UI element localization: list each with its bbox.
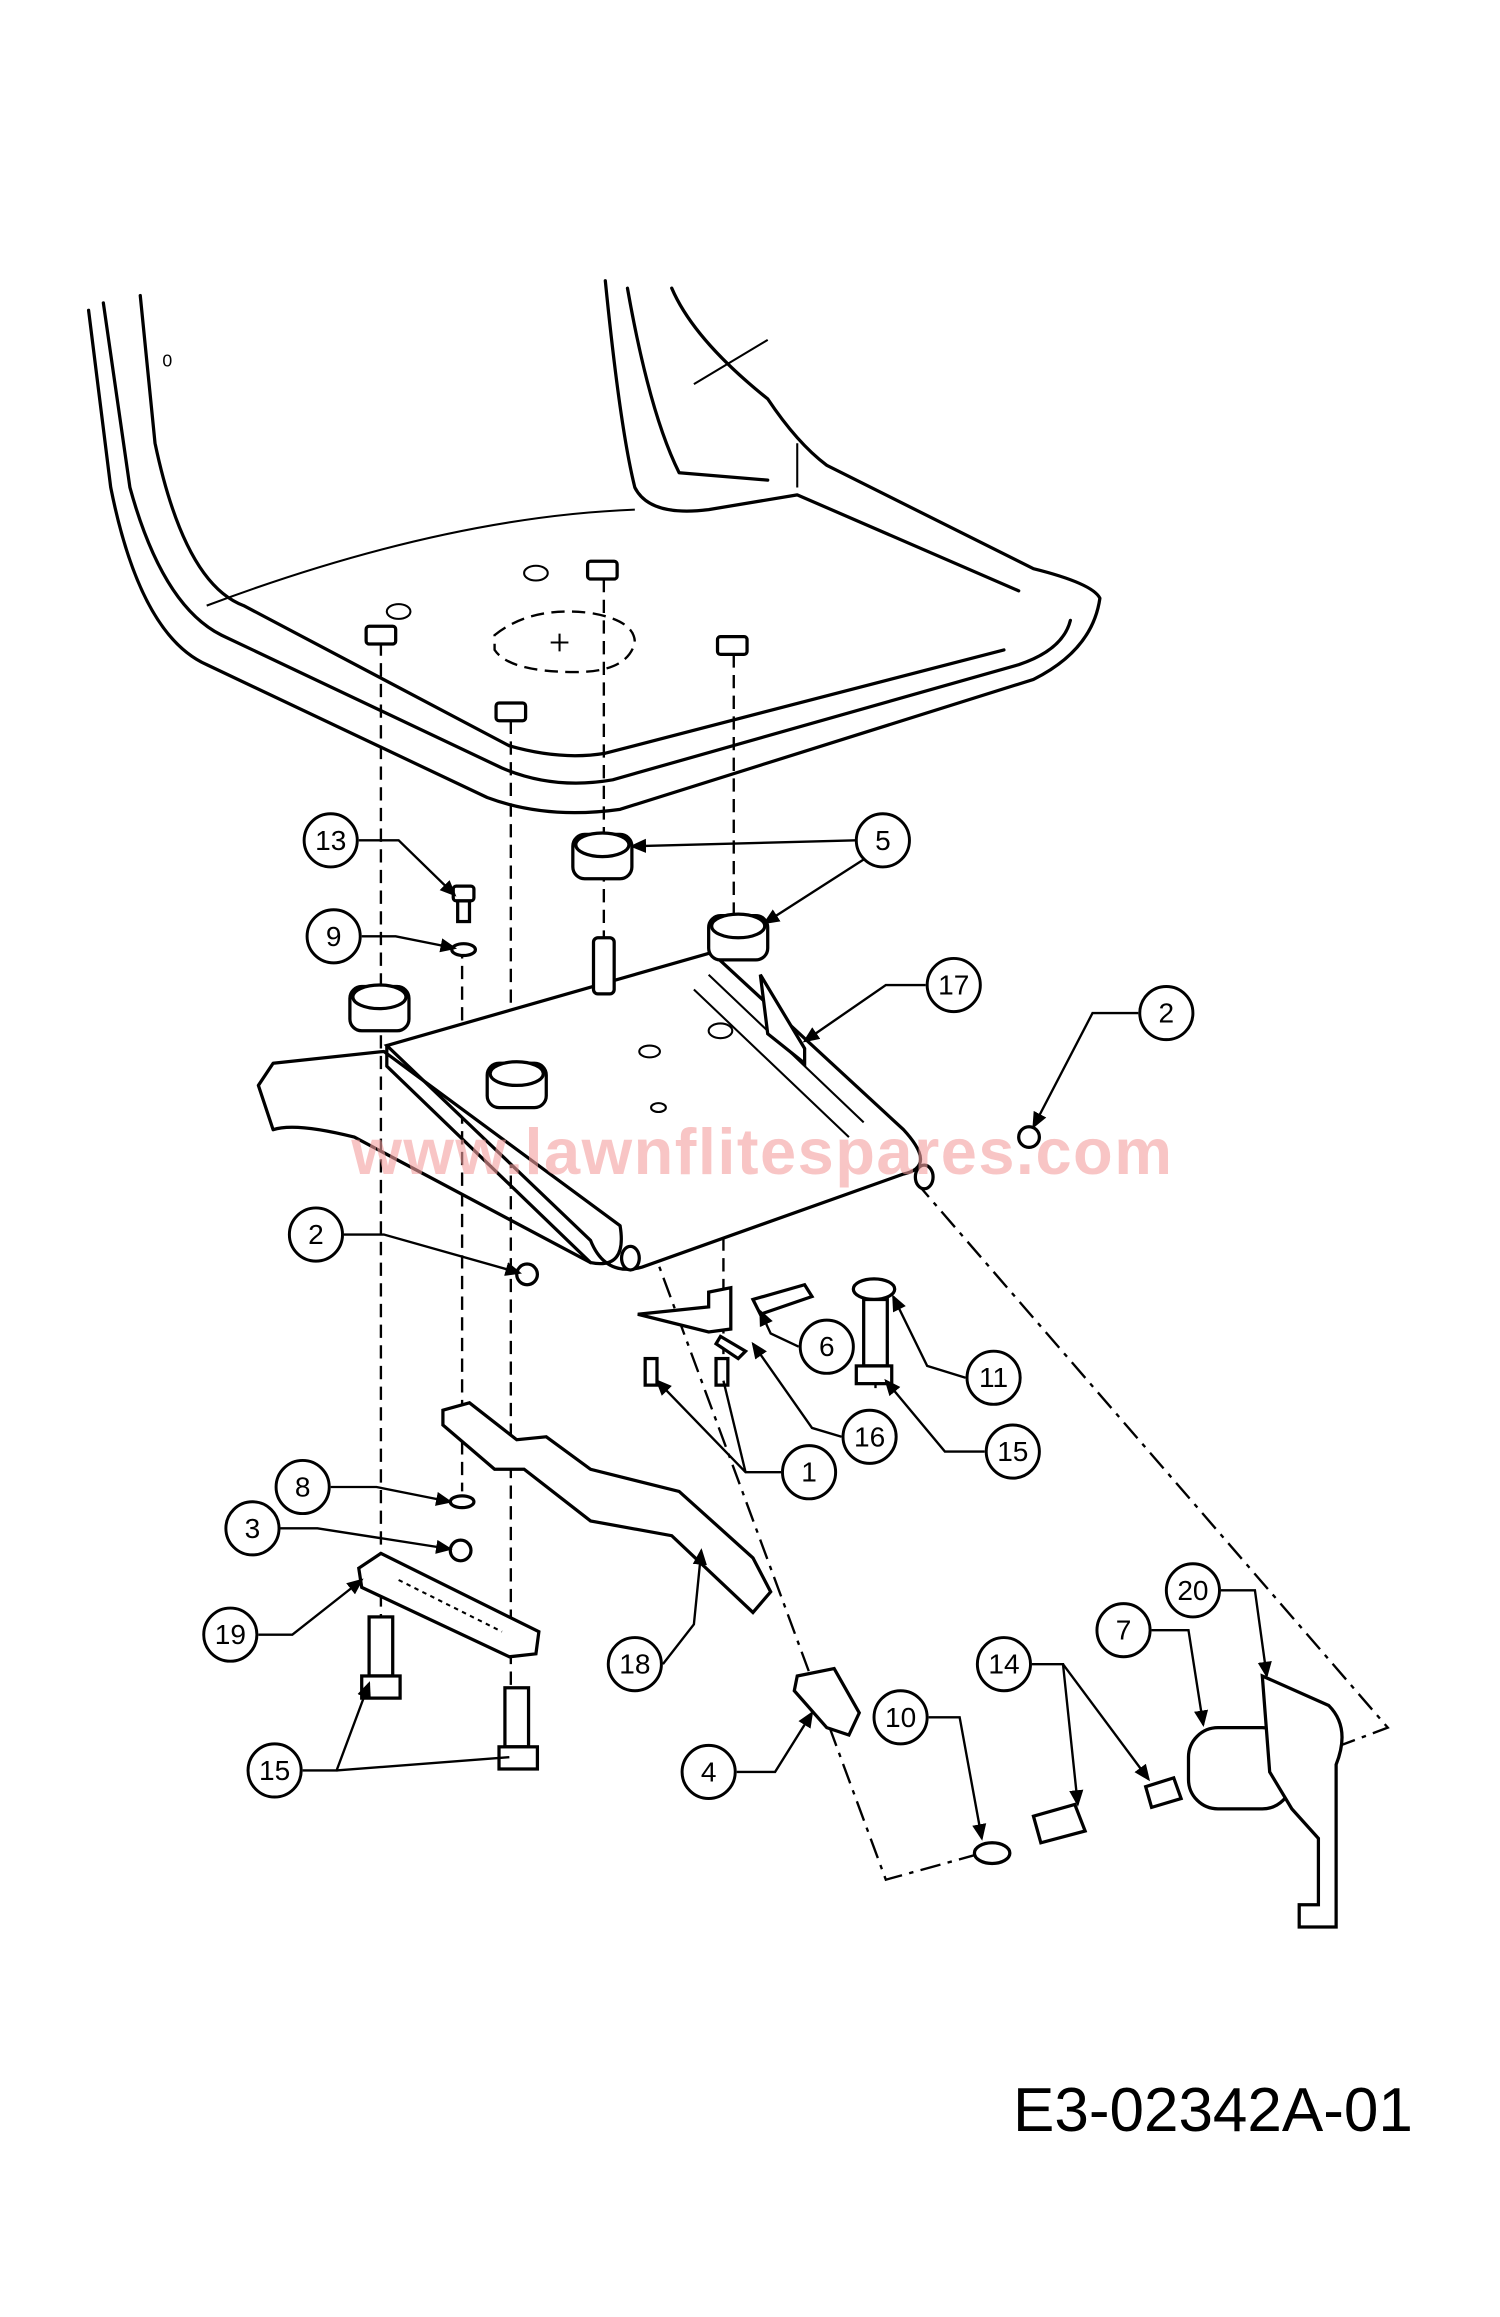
- svg-text:10: 10: [885, 1702, 916, 1733]
- callout-5[interactable]: 5: [854, 812, 911, 869]
- callout-14[interactable]: 14: [975, 1636, 1032, 1693]
- callout-15[interactable]: 15: [984, 1423, 1041, 1480]
- seat-bracket: [256, 950, 935, 1272]
- svg-text:3: 3: [245, 1513, 261, 1544]
- callout-6[interactable]: 6: [798, 1318, 855, 1375]
- callout-9[interactable]: 9: [305, 908, 362, 965]
- small-hardware: [448, 884, 1041, 1563]
- lower-brackets: [356, 1401, 1344, 1929]
- drawing-code: E3-02342A-01: [1013, 2076, 1413, 2145]
- callout-15[interactable]: 15: [246, 1742, 303, 1799]
- svg-text:7: 7: [1116, 1615, 1132, 1646]
- callout-16[interactable]: 16: [841, 1408, 898, 1465]
- callout-19[interactable]: 19: [202, 1606, 259, 1663]
- svg-text:18: 18: [619, 1649, 650, 1680]
- svg-text:2: 2: [1159, 998, 1175, 1029]
- callouts: 13 9 5 17 2 2 6 11 16 15 1 8 3 19 18 15 …: [202, 812, 1221, 1800]
- callout-4[interactable]: 4: [680, 1743, 737, 1800]
- callout-10[interactable]: 10: [872, 1689, 929, 1746]
- callout-7[interactable]: 7: [1095, 1602, 1152, 1659]
- svg-text:8: 8: [295, 1471, 311, 1502]
- callout-2[interactable]: 2: [1138, 985, 1195, 1042]
- callout-3[interactable]: 3: [224, 1500, 281, 1557]
- callout-17[interactable]: 17: [925, 956, 982, 1014]
- svg-text:2: 2: [308, 1219, 324, 1250]
- svg-text:20: 20: [1177, 1575, 1208, 1606]
- callout-8[interactable]: 8: [274, 1458, 331, 1516]
- svg-text:15: 15: [997, 1436, 1028, 1467]
- seat-mark: 0: [162, 350, 172, 370]
- seat: 0: [86, 279, 1102, 815]
- assembly-lines: [379, 579, 1390, 1882]
- svg-text:1: 1: [801, 1457, 817, 1488]
- callout-13[interactable]: 13: [302, 812, 359, 869]
- svg-text:19: 19: [215, 1619, 246, 1650]
- callout-2[interactable]: 2: [287, 1206, 344, 1263]
- svg-text:15: 15: [259, 1755, 290, 1786]
- watermark: www.lawnflitespares.com: [350, 1115, 1173, 1188]
- leader-lines: [258, 838, 1272, 1841]
- svg-text:16: 16: [854, 1421, 885, 1452]
- svg-text:17: 17: [938, 970, 969, 1001]
- callout-1[interactable]: 1: [781, 1444, 838, 1501]
- svg-text:4: 4: [701, 1756, 717, 1787]
- svg-text:9: 9: [326, 921, 342, 952]
- svg-text:5: 5: [875, 825, 891, 856]
- svg-text:6: 6: [819, 1331, 835, 1362]
- svg-text:11: 11: [979, 1362, 1008, 1393]
- rubber-bumpers: [348, 831, 770, 1110]
- callout-20[interactable]: 20: [1164, 1562, 1221, 1619]
- svg-text:14: 14: [988, 1649, 1019, 1680]
- callout-18[interactable]: 18: [606, 1636, 663, 1693]
- callout-11[interactable]: 11: [965, 1349, 1022, 1406]
- svg-text:13: 13: [315, 825, 346, 856]
